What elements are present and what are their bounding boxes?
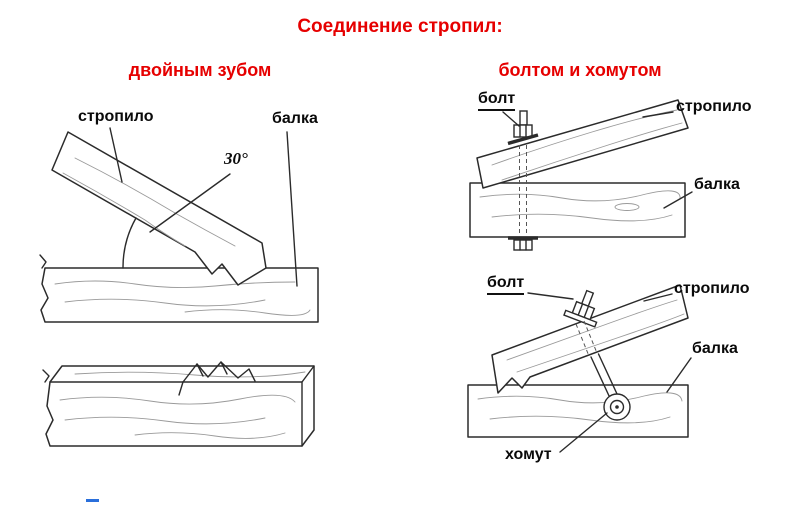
rafter-label-top: стропило bbox=[676, 98, 752, 115]
beam-label-left: балка bbox=[272, 110, 318, 127]
bolt-joint-drawing bbox=[469, 99, 693, 251]
rafter-leader-line bbox=[109, 127, 123, 183]
bolt-shape bbox=[563, 289, 598, 328]
link-underline-artifact bbox=[86, 499, 99, 502]
bolt-leader-line bbox=[502, 111, 520, 127]
double-tooth-notch bbox=[178, 361, 256, 396]
beam-shape bbox=[467, 384, 689, 438]
notch-detail-drawing bbox=[42, 361, 315, 447]
rafter-leader-line bbox=[643, 293, 673, 302]
bolt-shape bbox=[507, 110, 539, 251]
beam-label-top: балка bbox=[694, 176, 740, 193]
rafter-shape bbox=[476, 99, 689, 189]
rafter-label-left: стропило bbox=[78, 108, 154, 125]
angle-arc bbox=[122, 217, 137, 269]
clamp-label: хомут bbox=[505, 446, 552, 463]
angle-label: 30° bbox=[224, 149, 248, 168]
rafter-label-bottom: стропило bbox=[674, 280, 750, 297]
notched-beam-shape bbox=[42, 361, 315, 447]
beam-leader-line bbox=[286, 131, 298, 287]
clamp-shape bbox=[590, 353, 631, 421]
right-subtitle: болтом и хомутом bbox=[498, 60, 662, 80]
bolt-clamp-joint-drawing bbox=[467, 284, 692, 453]
rafter-leader-line bbox=[642, 111, 674, 118]
rafter-shape bbox=[491, 284, 689, 394]
double-tooth-joint-drawing bbox=[39, 127, 319, 323]
angle-leader-line bbox=[149, 173, 231, 233]
beam-leader-line bbox=[663, 191, 693, 209]
page-title: Соединение стропил: bbox=[297, 16, 503, 37]
bolt-leader-line bbox=[527, 292, 574, 300]
beam-shape bbox=[39, 254, 319, 323]
beam-label-bottom: балка bbox=[692, 340, 738, 357]
clamp-leader-line bbox=[559, 412, 608, 453]
left-subtitle: двойным зубом bbox=[128, 60, 272, 80]
bolt-label-top: болт bbox=[478, 90, 516, 111]
beam-leader-line bbox=[666, 357, 692, 393]
rafter-shape bbox=[51, 131, 267, 286]
beam-shape bbox=[469, 182, 686, 238]
bolt-label-bottom: болт bbox=[487, 274, 525, 295]
